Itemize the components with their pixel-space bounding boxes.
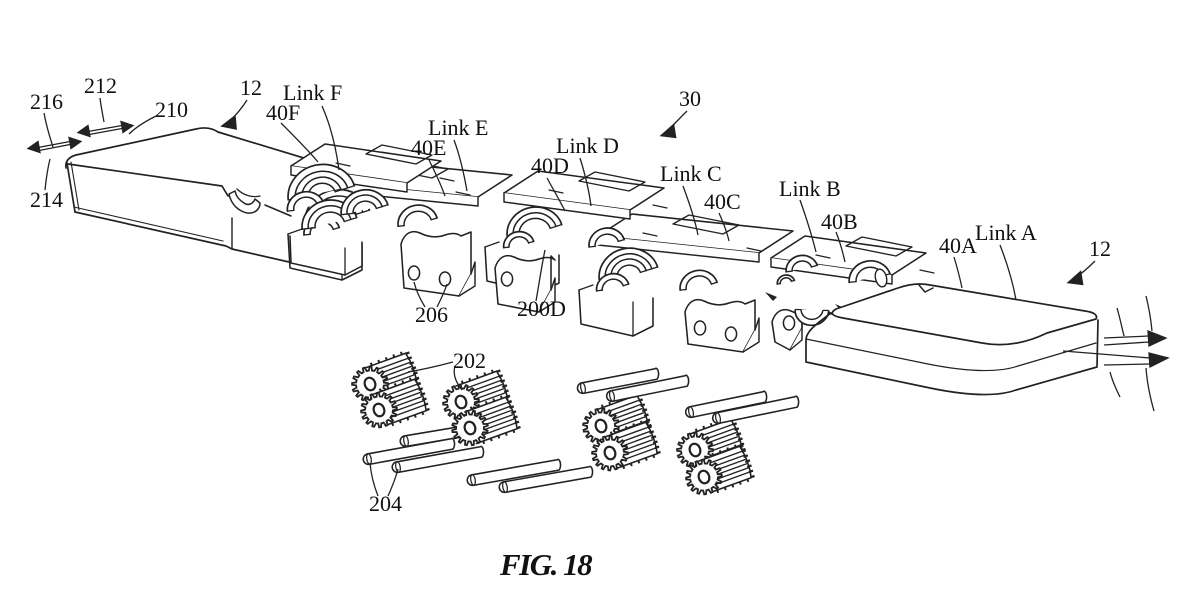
svg-text:Link A: Link A: [975, 220, 1037, 245]
svg-text:204: 204: [369, 491, 402, 516]
svg-text:40F: 40F: [266, 100, 300, 125]
svg-text:212: 212: [84, 73, 117, 98]
svg-text:40D: 40D: [531, 153, 569, 178]
svg-text:40A: 40A: [939, 233, 977, 258]
svg-text:40E: 40E: [411, 135, 446, 160]
svg-text:202: 202: [453, 348, 486, 373]
svg-text:Link C: Link C: [660, 161, 722, 186]
svg-text:12: 12: [240, 75, 262, 100]
svg-text:FIG. 18: FIG. 18: [499, 547, 593, 582]
svg-text:40C: 40C: [704, 189, 741, 214]
svg-text:210: 210: [155, 97, 188, 122]
svg-text:Link B: Link B: [779, 176, 841, 201]
svg-text:40B: 40B: [821, 209, 858, 234]
svg-text:206: 206: [415, 302, 448, 327]
svg-text:Link E: Link E: [428, 115, 489, 140]
svg-text:216: 216: [30, 89, 63, 114]
svg-text:200D: 200D: [517, 296, 566, 321]
svg-text:Link F: Link F: [283, 80, 342, 105]
svg-text:12: 12: [1089, 236, 1111, 261]
svg-text:214: 214: [30, 187, 63, 212]
svg-text:30: 30: [679, 86, 701, 111]
svg-text:Link D: Link D: [556, 133, 619, 158]
